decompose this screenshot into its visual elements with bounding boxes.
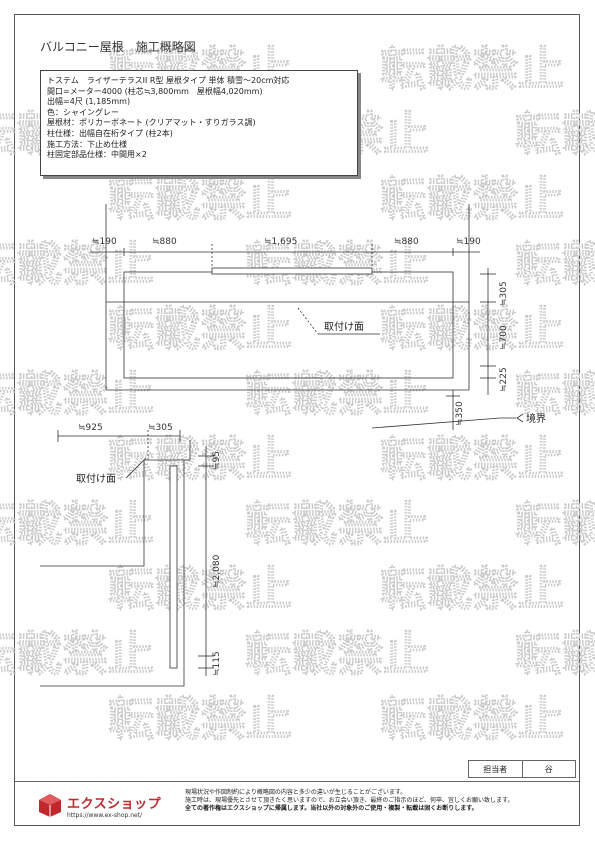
watermark-text: 転載禁止: [0, 497, 154, 551]
plan-dim-left-edge: ≒190: [92, 237, 117, 247]
plan-dim-top-depth: ≒305: [499, 281, 509, 306]
section-mount-label: 取付け面: [76, 472, 116, 485]
watermark-text: 転載禁止: [108, 302, 292, 356]
watermark-text: 転載禁止: [0, 237, 154, 291]
watermark-text: 転載禁止: [380, 562, 564, 616]
plan-dim-boundary-offset: ≒350: [455, 401, 465, 426]
plan-view: [90, 204, 524, 430]
stamp-label: 担当者: [483, 764, 508, 774]
plan-dim-center-span: ≒1,695: [264, 237, 297, 247]
watermark-text: 転載禁止: [245, 497, 429, 551]
spec-line: 間口=メーター4000 (柱芯≒3,800mm 屋根幅4,020mm): [47, 86, 263, 96]
plan-mount-label: 取付け面: [324, 320, 364, 333]
section-dim-top-gap: ≒95: [212, 451, 222, 470]
plan-dim-right-span: ≒880: [394, 237, 419, 247]
watermark-text: 転載禁止: [380, 42, 564, 96]
spec-line: 色：シャイングレー: [47, 107, 119, 117]
brand-name: エクスショップ: [67, 797, 162, 812]
sheet-border: [14, 14, 580, 826]
person-in-charge-stamp: 担当者 谷: [468, 760, 576, 778]
watermark-text: 転載禁止: [245, 237, 429, 291]
footer-note: 施工時は、現場優先とさせて頂きたく思いますので、お立会い頂き、最終のご指示のほど…: [185, 797, 514, 805]
section-dim-post-height: ≒2,080: [212, 554, 222, 588]
watermark-text: 転載禁止: [108, 432, 292, 486]
watermark-text: 転載禁止: [515, 627, 595, 681]
watermark-text: 転載禁止: [380, 302, 564, 356]
boundary-label: 境界: [526, 412, 546, 425]
spec-line: 屋根材：ポリカーボネート (クリアマット・すりガラス調): [47, 118, 256, 128]
watermark-text: 転載禁止: [245, 627, 429, 681]
brand-logo: エクスショップ https://www.ex-shop.net/: [37, 788, 187, 824]
page-title: バルコニー屋根 施工概略図: [40, 40, 196, 54]
plan-dim-bottom-depth: ≒225: [499, 367, 509, 392]
spec-line: 出幅=4尺 (1,185mm): [47, 97, 131, 107]
watermark-text: 転載禁止: [245, 367, 429, 421]
watermark-text: 転載禁止: [515, 367, 595, 421]
watermark-text: 転載禁止: [380, 692, 564, 746]
watermark-text: 転載禁止: [108, 692, 292, 746]
footer: エクスショップ https://www.ex-shop.net/ 現場状況や作図…: [15, 781, 579, 826]
watermark-text: 転載禁止: [515, 497, 595, 551]
watermark-text: 転載禁止: [108, 172, 292, 226]
watermark-text: 転載禁止: [108, 562, 292, 616]
plan-dim-mid-depth: ≒700: [499, 325, 509, 350]
spec-line: トステム ライザーテラスII R型 屋根タイプ 単体 積雪～20cm対応: [47, 76, 290, 85]
watermark-text: 転載禁止: [515, 237, 595, 291]
footer-notes: 現場状況や作図制約により概略図の内容と多少の違いが生じることがございます。 施工…: [185, 789, 575, 814]
house-box-icon: [39, 794, 61, 817]
spec-line: 柱固定部品仕様：中間用×2: [47, 150, 147, 160]
section-view: [40, 430, 214, 687]
plan-dim-left-span: ≒880: [152, 237, 177, 247]
section-dim-bottom-gap: ≒115: [212, 651, 222, 676]
section-dim-eave: ≒305: [148, 423, 173, 433]
watermark-text: 転載禁止: [515, 107, 595, 161]
plan-dim-right-edge: ≒190: [456, 237, 481, 247]
spec-box: トステム ライザーテラスII R型 屋根タイプ 単体 積雪～20cm対応 間口=…: [40, 70, 358, 176]
footer-note: 現場状況や作図制約により概略図の内容と多少の違いが生じることがございます。: [185, 789, 407, 796]
spec-line: 施工方法：下止め仕様: [47, 139, 127, 149]
watermark-text: 転載禁止: [380, 432, 564, 486]
footer-note: 全ての著作権はエクスショップに帰属します。当社以外の対象外のご使用・複製・転載は…: [185, 805, 478, 813]
section-dim-width: ≒925: [78, 423, 103, 433]
watermark-text: 転載禁止: [0, 627, 154, 681]
spec-line: 柱仕様：出幅自在桁タイプ (柱2本): [47, 128, 173, 138]
watermark-text: 転載禁止: [0, 367, 154, 421]
stamp-name: 谷: [521, 761, 576, 777]
watermark-text: 転載禁止: [380, 172, 564, 226]
brand-url[interactable]: https://www.ex-shop.net/: [67, 812, 143, 819]
